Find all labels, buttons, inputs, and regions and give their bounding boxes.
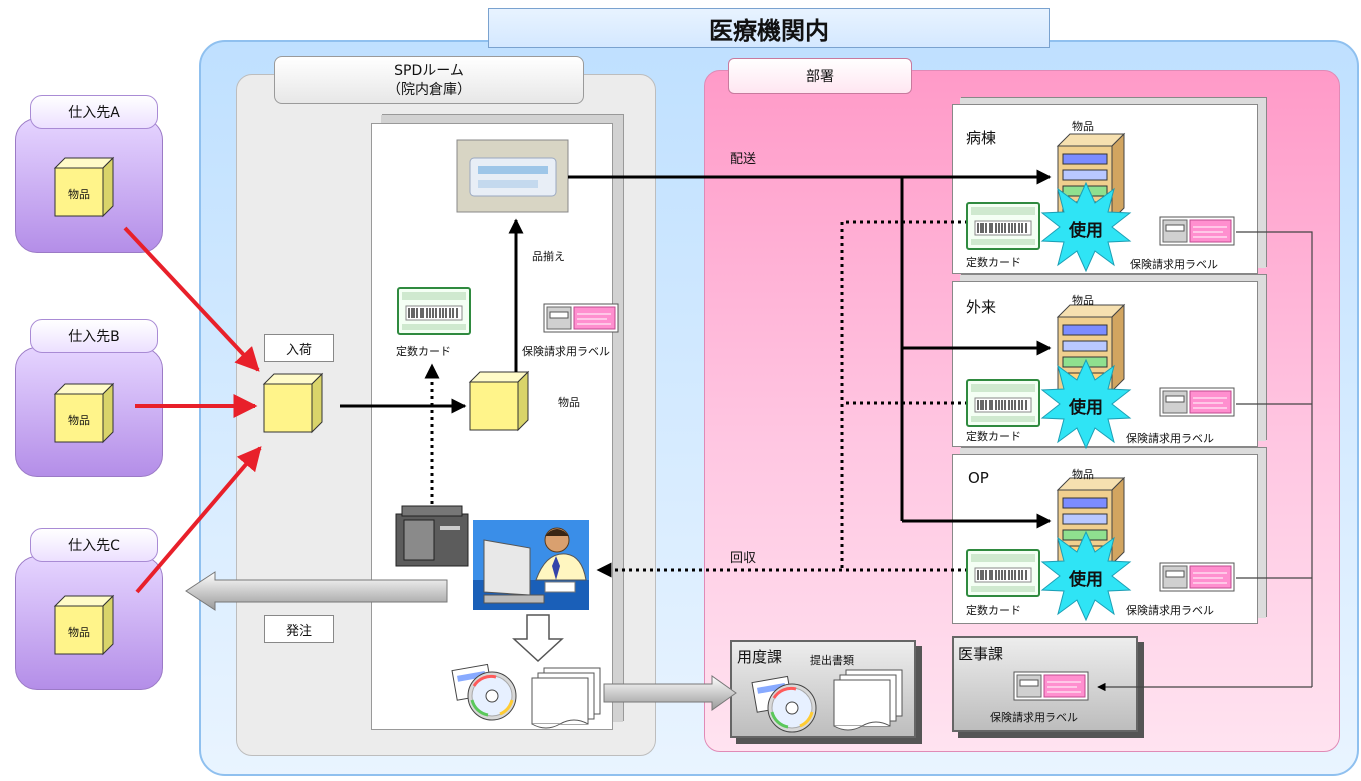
ward-byoto-title: 病棟 (966, 129, 997, 147)
supplier-a-item-label: 物品 (68, 188, 90, 201)
spd-item-label: 物品 (558, 396, 580, 409)
spd-room-label-line1: SPDルーム (394, 63, 464, 79)
youdo-cd-icon (750, 674, 818, 734)
ward-gairai-item-label: 物品 (1072, 294, 1094, 307)
arrow-supplier-c (135, 446, 262, 594)
spd-docs-icon (531, 667, 601, 729)
ward-op-item-label: 物品 (1072, 468, 1094, 481)
spd-room-label: SPDルーム （院内倉庫） (274, 56, 584, 104)
youdo-section-title: 用度課 (737, 648, 783, 666)
receiving-box-icon (263, 373, 323, 433)
iji-section-title: 医事課 (958, 645, 1004, 663)
spd-cd-icon (450, 662, 518, 722)
youdo-doc-label: 提出書類 (810, 654, 854, 667)
printer-icon (395, 505, 469, 567)
ward-op-label-icon (1159, 562, 1235, 592)
department-label: 部署 (728, 58, 912, 94)
hacchu-label: 発注 (264, 615, 334, 643)
ward-op-title: OP (968, 469, 989, 487)
kaishu-label: 回収 (730, 551, 757, 566)
label-route-byoto (1236, 231, 1313, 687)
spd-teisu-card-label: 定数カード (396, 345, 451, 358)
spd-hoken-label-icon (543, 303, 619, 333)
spd-teisu-card-icon (397, 287, 471, 335)
spd-hoken-label-caption: 保険請求用ラベル (522, 345, 610, 358)
ward-byoto-label-icon (1159, 216, 1235, 246)
ward-op-card-icon (966, 549, 1040, 597)
ward-byoto-use-label: 使用 (1069, 221, 1103, 241)
arrow-down-to-docs (512, 614, 564, 663)
ward-gairai-card-label: 定数カード (966, 430, 1021, 443)
haiso-label: 配送 (730, 152, 757, 167)
supplier-b-item-label: 物品 (68, 414, 90, 427)
ward-byoto-card-label: 定数カード (966, 256, 1021, 269)
supplier-c-label: 仕入先C (30, 528, 158, 562)
youdo-docs-icon (833, 669, 903, 731)
iji-label-icon (1013, 671, 1089, 701)
arrow-to-youdo (603, 675, 737, 711)
ward-op-card-label: 定数カード (966, 604, 1021, 617)
order-arrow (185, 571, 448, 611)
supplier-b-label: 仕入先B (30, 319, 158, 353)
supplier-a-label: 仕入先A (30, 95, 158, 129)
ward-gairai-card-icon (966, 379, 1040, 427)
spd-room-label-line2: （院内倉庫） (387, 82, 471, 98)
ward-byoto-label-caption: 保険請求用ラベル (1130, 258, 1218, 271)
nyuka-label: 入荷 (264, 334, 334, 362)
ward-op-label-caption: 保険請求用ラベル (1126, 604, 1214, 617)
ward-byoto-card-icon (966, 202, 1040, 250)
iji-label-caption: 保険請求用ラベル (990, 711, 1078, 724)
stock-box-icon (469, 371, 529, 431)
diagram-title: 医療機関内 (488, 8, 1050, 48)
arrow-supplier-a (123, 226, 260, 372)
ward-gairai-label-caption: 保険請求用ラベル (1126, 432, 1214, 445)
supplier-c-item-label: 物品 (68, 626, 90, 639)
shinasoroe-label: 品揃え (532, 250, 565, 263)
ward-byoto-item-label: 物品 (1072, 120, 1094, 133)
ward-op-use-label: 使用 (1069, 570, 1103, 590)
operator-computer-icon (473, 520, 589, 610)
ward-gairai-label-icon (1159, 387, 1235, 417)
ward-gairai-use-label: 使用 (1069, 398, 1103, 418)
ward-gairai-title: 外来 (966, 298, 997, 316)
